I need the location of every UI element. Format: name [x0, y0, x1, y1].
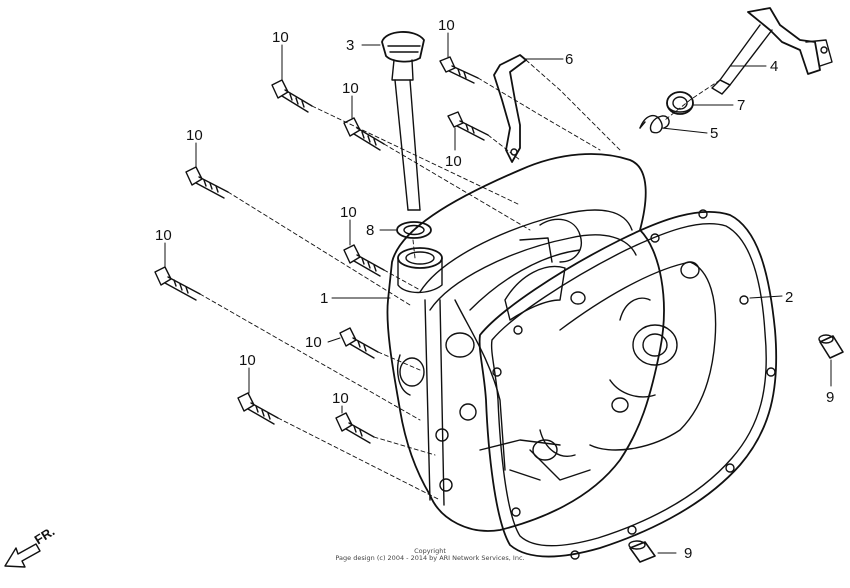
callout-bolt: 10: [239, 352, 256, 369]
callout-bolt: 10: [272, 29, 289, 46]
front-arrow-icon: [4, 543, 41, 568]
bolt: [154, 266, 201, 301]
callout-bolt: 10: [342, 80, 359, 97]
shift-lever: [493, 54, 527, 163]
copyright-line-2: Page design (c) 2004 - 2014 by ARI Netwo…: [335, 554, 525, 563]
assembly-lines: [199, 59, 721, 501]
callout-part-7: 7: [737, 97, 746, 114]
bolt: [339, 327, 379, 359]
callout-bolt: 10: [445, 153, 462, 170]
oil-seal: [666, 91, 694, 115]
oil-dipstick: [381, 31, 425, 211]
callout-part-9-pin: 9: [826, 389, 835, 406]
callout-bolt: 10: [332, 390, 349, 407]
leader-lines: [164, 32, 832, 554]
callout-bolt: 10: [155, 227, 172, 244]
callout-part-5: 5: [710, 125, 719, 142]
shift-spindle: [711, 7, 833, 95]
bolts: [154, 56, 489, 444]
callout-part-1: 1: [320, 290, 329, 307]
callout-part-3: 3: [346, 37, 355, 54]
callout-bolt: 10: [438, 17, 455, 34]
callout-part-4: 4: [770, 58, 779, 75]
callout-bolt: 10: [340, 204, 357, 221]
o-ring: [396, 221, 432, 239]
callout-bolt: 10: [305, 334, 322, 351]
bolt: [237, 392, 279, 425]
return-spring: [639, 114, 670, 134]
callout-part-2: 2: [785, 289, 794, 306]
bolt: [343, 117, 385, 151]
dowel-pins: [628, 334, 844, 563]
gasket: [478, 209, 778, 560]
copyright-notice: Copyright Page design (c) 2004 - 2014 by…: [330, 547, 530, 563]
crankcase-cover: [386, 153, 665, 532]
bolt: [439, 56, 479, 84]
callout-bolt: 10: [186, 127, 203, 144]
bolt: [343, 244, 385, 277]
copyright-line-1: Copyright: [414, 547, 446, 555]
bolt: [447, 111, 489, 141]
bolt: [185, 166, 229, 199]
bolt: [335, 412, 375, 444]
callout-part-9-pin-lower: 9: [684, 545, 693, 562]
callout-part-8: 8: [366, 222, 375, 239]
bolt: [271, 79, 313, 113]
callout-part-6: 6: [565, 51, 574, 68]
